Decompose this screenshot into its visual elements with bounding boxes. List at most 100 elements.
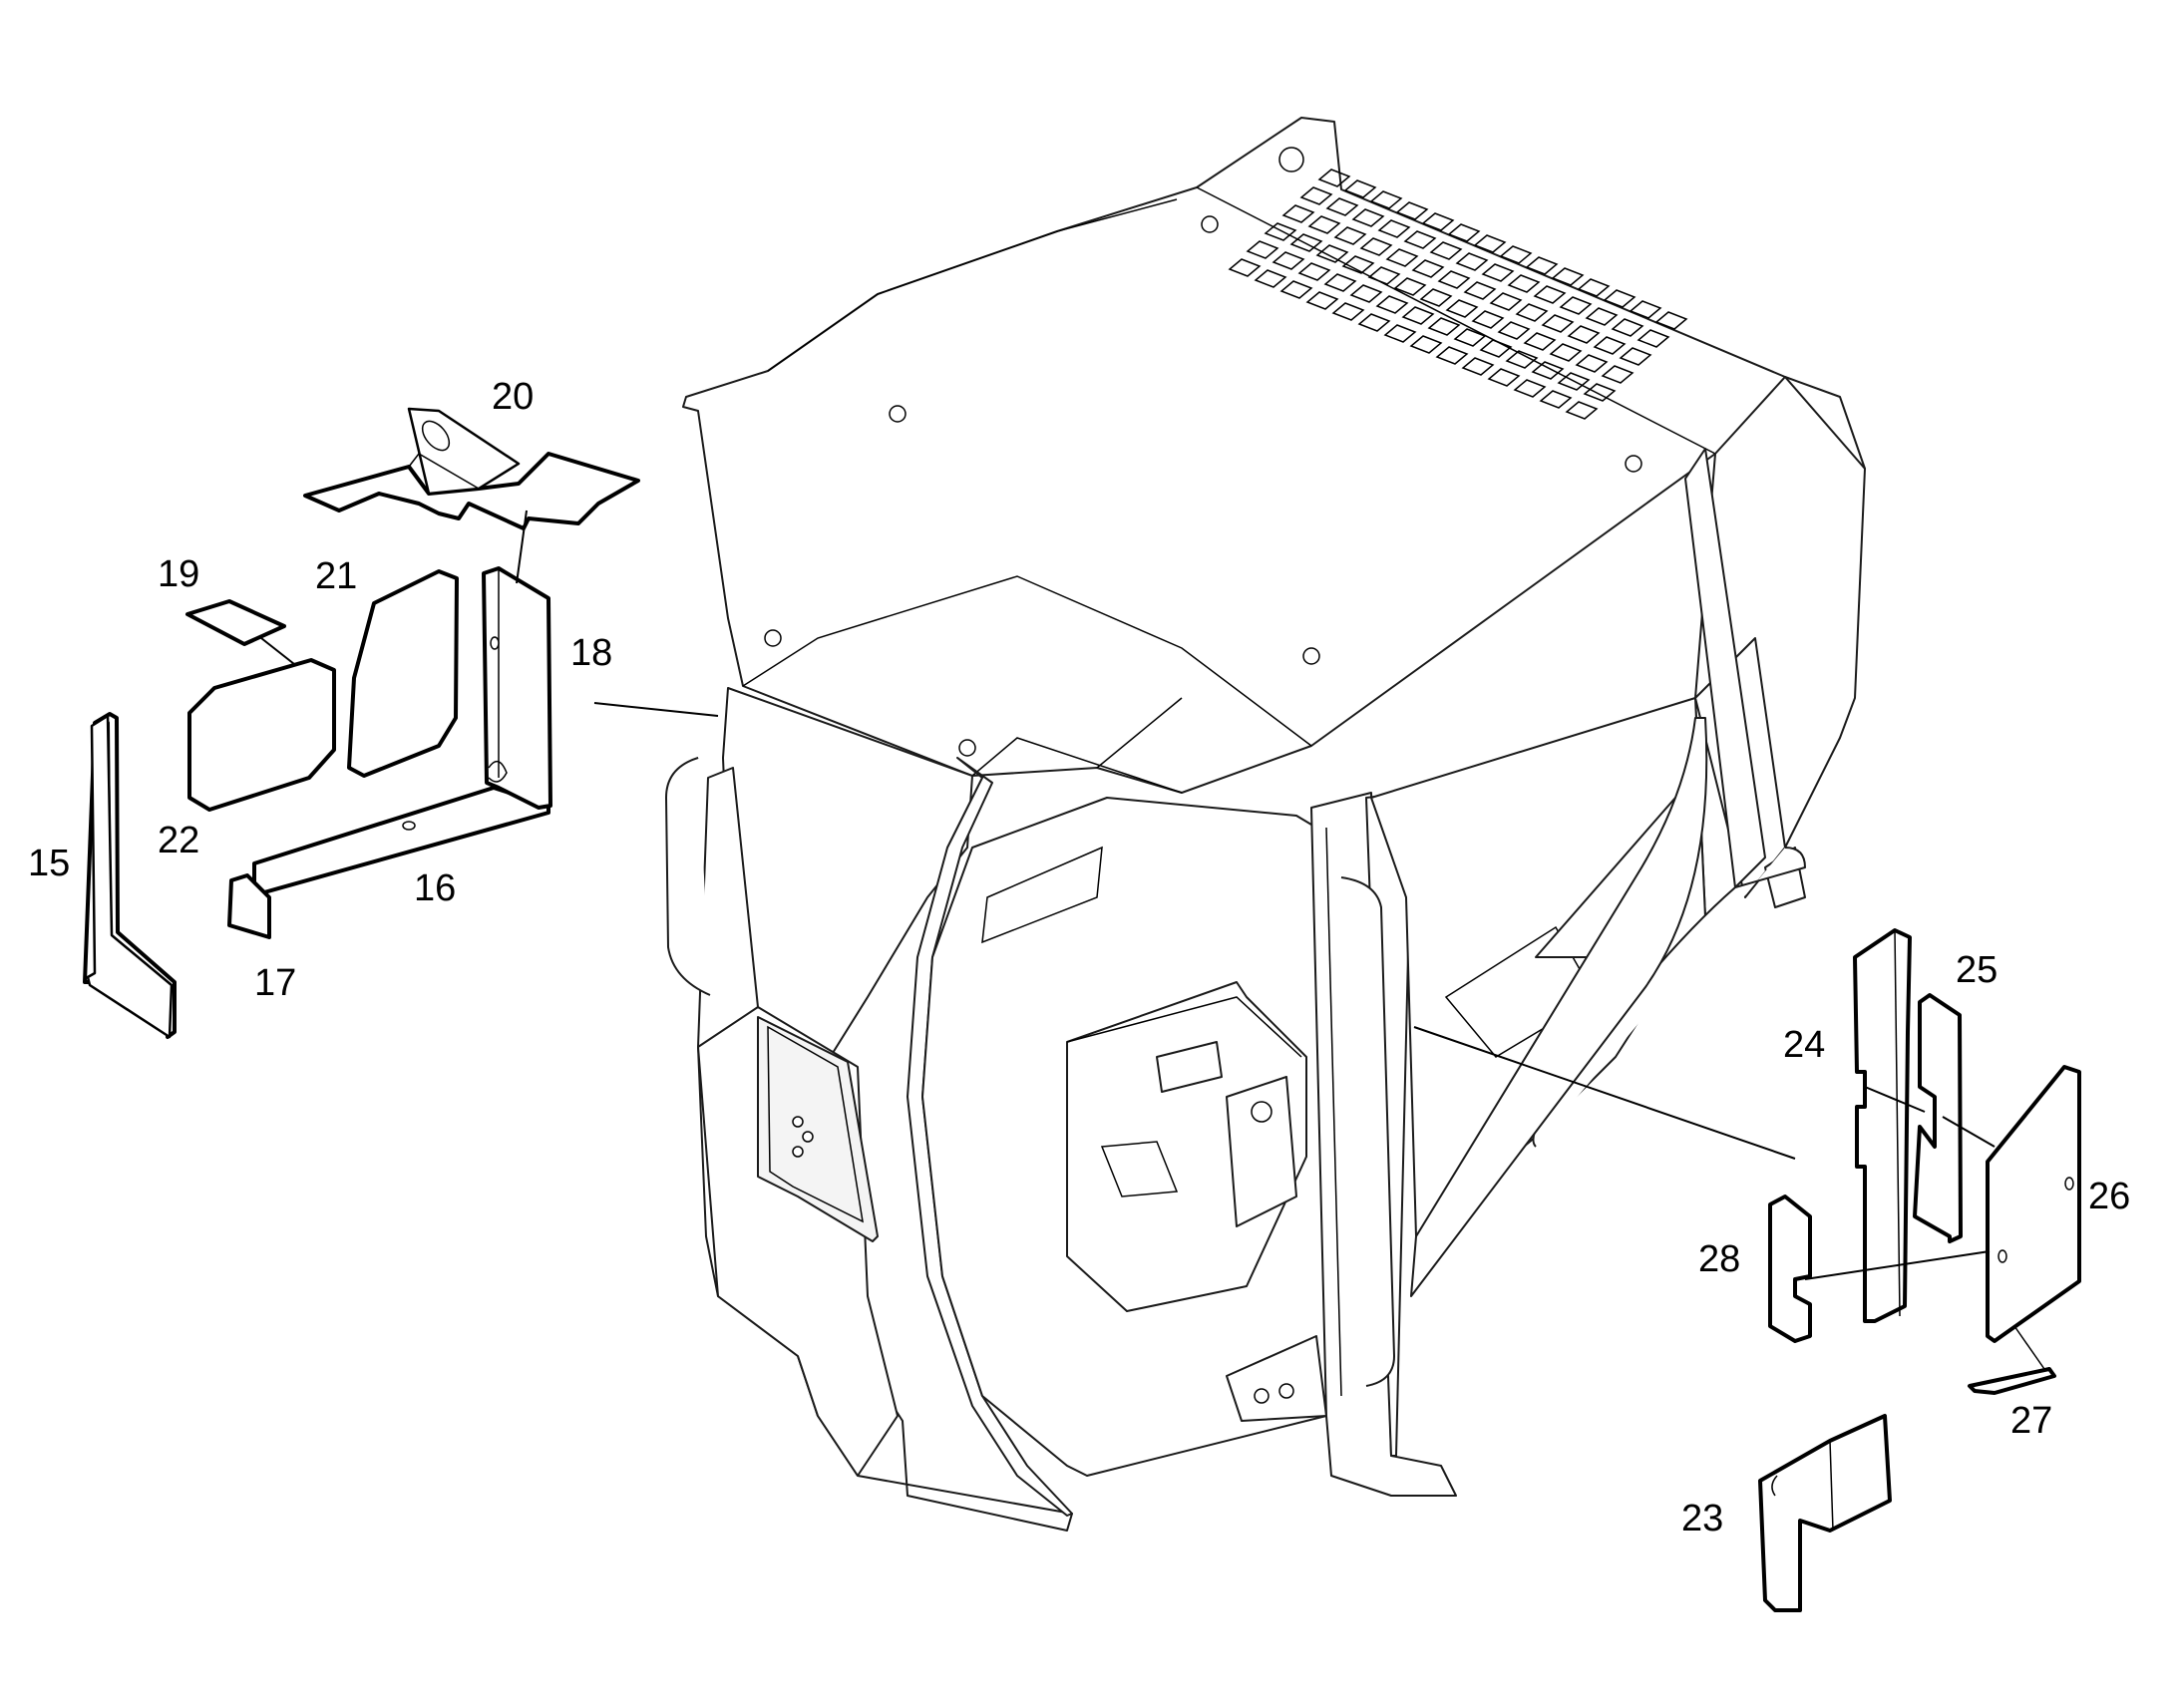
vent-slot <box>1375 295 1409 314</box>
vent-slot <box>1507 274 1541 293</box>
vent-slot <box>1429 241 1463 260</box>
vent-slot <box>1523 332 1557 351</box>
vent-slot <box>1435 346 1469 365</box>
part-label-24: 24 <box>1783 1024 1825 1066</box>
vent-slot <box>1367 266 1401 285</box>
vent-slot <box>1297 262 1331 281</box>
vent-slot <box>1305 291 1339 310</box>
vent-slot <box>1567 325 1601 344</box>
leader-18 <box>593 702 719 717</box>
vent-slot <box>1349 284 1383 303</box>
part-21-pad <box>347 569 459 778</box>
vent-slot <box>1505 350 1539 369</box>
vent-slot <box>1281 204 1315 223</box>
vent-slot <box>1317 169 1351 187</box>
vent-slot <box>1343 179 1377 198</box>
vent-slot <box>1497 321 1531 340</box>
part-17-plate <box>227 873 271 939</box>
vent-slot <box>1575 354 1609 373</box>
vent-slot <box>1331 302 1365 321</box>
part-labels: 15 16 17 18 19 20 21 22 23 24 25 26 27 2… <box>28 376 2130 1539</box>
vent-slot <box>1385 248 1419 267</box>
part-20-bracket <box>303 407 640 530</box>
vent-slot <box>1549 343 1583 362</box>
vent-slot <box>1636 329 1670 348</box>
vent-slot <box>1341 255 1375 274</box>
part-15-panel <box>83 712 177 1039</box>
vent-slot <box>1473 234 1507 253</box>
vent-slot <box>1611 318 1644 337</box>
part-25-strip <box>1913 993 1963 1243</box>
vent-slot <box>1299 186 1333 205</box>
vent-slot <box>1359 237 1393 256</box>
vent-slot <box>1455 252 1489 271</box>
part-label-20: 20 <box>492 376 534 418</box>
leader-24-25 <box>1864 1086 1926 1113</box>
part-26-panel <box>1986 1065 2081 1343</box>
vent-slot <box>1557 372 1591 391</box>
cab-assembly <box>665 117 1866 1532</box>
vent-slot <box>1471 310 1505 329</box>
vent-slot <box>1577 278 1611 297</box>
part-label-25: 25 <box>1956 949 1998 991</box>
vent-slot <box>1629 300 1662 319</box>
vent-slot <box>1411 259 1445 278</box>
vent-slot <box>1228 258 1262 277</box>
part-label-21: 21 <box>315 555 357 597</box>
vent-slot <box>1499 245 1533 264</box>
part-24-strip <box>1853 928 1912 1323</box>
vent-slot <box>1603 289 1636 308</box>
vent-slot <box>1264 222 1297 241</box>
vent-slot <box>1323 273 1357 292</box>
vent-slot <box>1447 223 1481 242</box>
vent-slot <box>1307 215 1341 234</box>
vent-slot <box>1583 383 1617 402</box>
vent-slot <box>1351 208 1385 227</box>
vent-slot <box>1525 256 1559 275</box>
vent-slot <box>1515 303 1549 322</box>
vent-slot <box>1421 212 1455 231</box>
vent-slot <box>1619 347 1652 366</box>
part-label-18: 18 <box>570 632 612 674</box>
vent-slot <box>1395 201 1429 220</box>
vent-slot <box>1531 361 1565 380</box>
vent-slot <box>1489 292 1523 311</box>
vent-slot <box>1403 230 1437 249</box>
part-18-bracket <box>482 566 552 810</box>
vent-slot <box>1272 251 1305 270</box>
part-label-22: 22 <box>158 820 199 861</box>
vent-slot <box>1601 365 1635 384</box>
vent-slot <box>1539 390 1573 409</box>
vent-slot <box>1254 269 1287 288</box>
vent-slot <box>1445 299 1479 318</box>
vent-slot <box>1246 240 1279 259</box>
vent-slot <box>1453 328 1487 347</box>
vent-slot <box>1315 244 1349 263</box>
vent-slot <box>1437 270 1471 289</box>
vent-slot <box>1463 281 1497 300</box>
part-27-plate <box>1968 1325 2056 1395</box>
vent-slot <box>1461 357 1495 376</box>
part-label-17: 17 <box>254 962 296 1004</box>
vent-slot <box>1541 314 1575 333</box>
roof-vent-grid <box>1228 169 1688 420</box>
part-22-pad <box>187 658 336 812</box>
part-label-28: 28 <box>1698 1238 1740 1280</box>
vent-slot <box>1551 267 1585 286</box>
leader-lines <box>260 510 1996 1280</box>
leader-19-22 <box>260 637 295 665</box>
vent-slot <box>1427 317 1461 336</box>
vent-slot <box>1654 311 1688 330</box>
vent-slot <box>1487 368 1521 387</box>
part-label-19: 19 <box>158 553 199 595</box>
vent-slot <box>1479 339 1513 358</box>
part-label-15: 15 <box>28 843 70 884</box>
part-16-bracket <box>252 786 550 894</box>
part-label-16: 16 <box>414 867 456 909</box>
vent-slot <box>1513 379 1547 398</box>
part-19-plate <box>185 599 286 646</box>
vent-slot <box>1565 401 1599 420</box>
leader-25-26 <box>1942 1116 1996 1148</box>
vent-slot <box>1559 296 1593 315</box>
